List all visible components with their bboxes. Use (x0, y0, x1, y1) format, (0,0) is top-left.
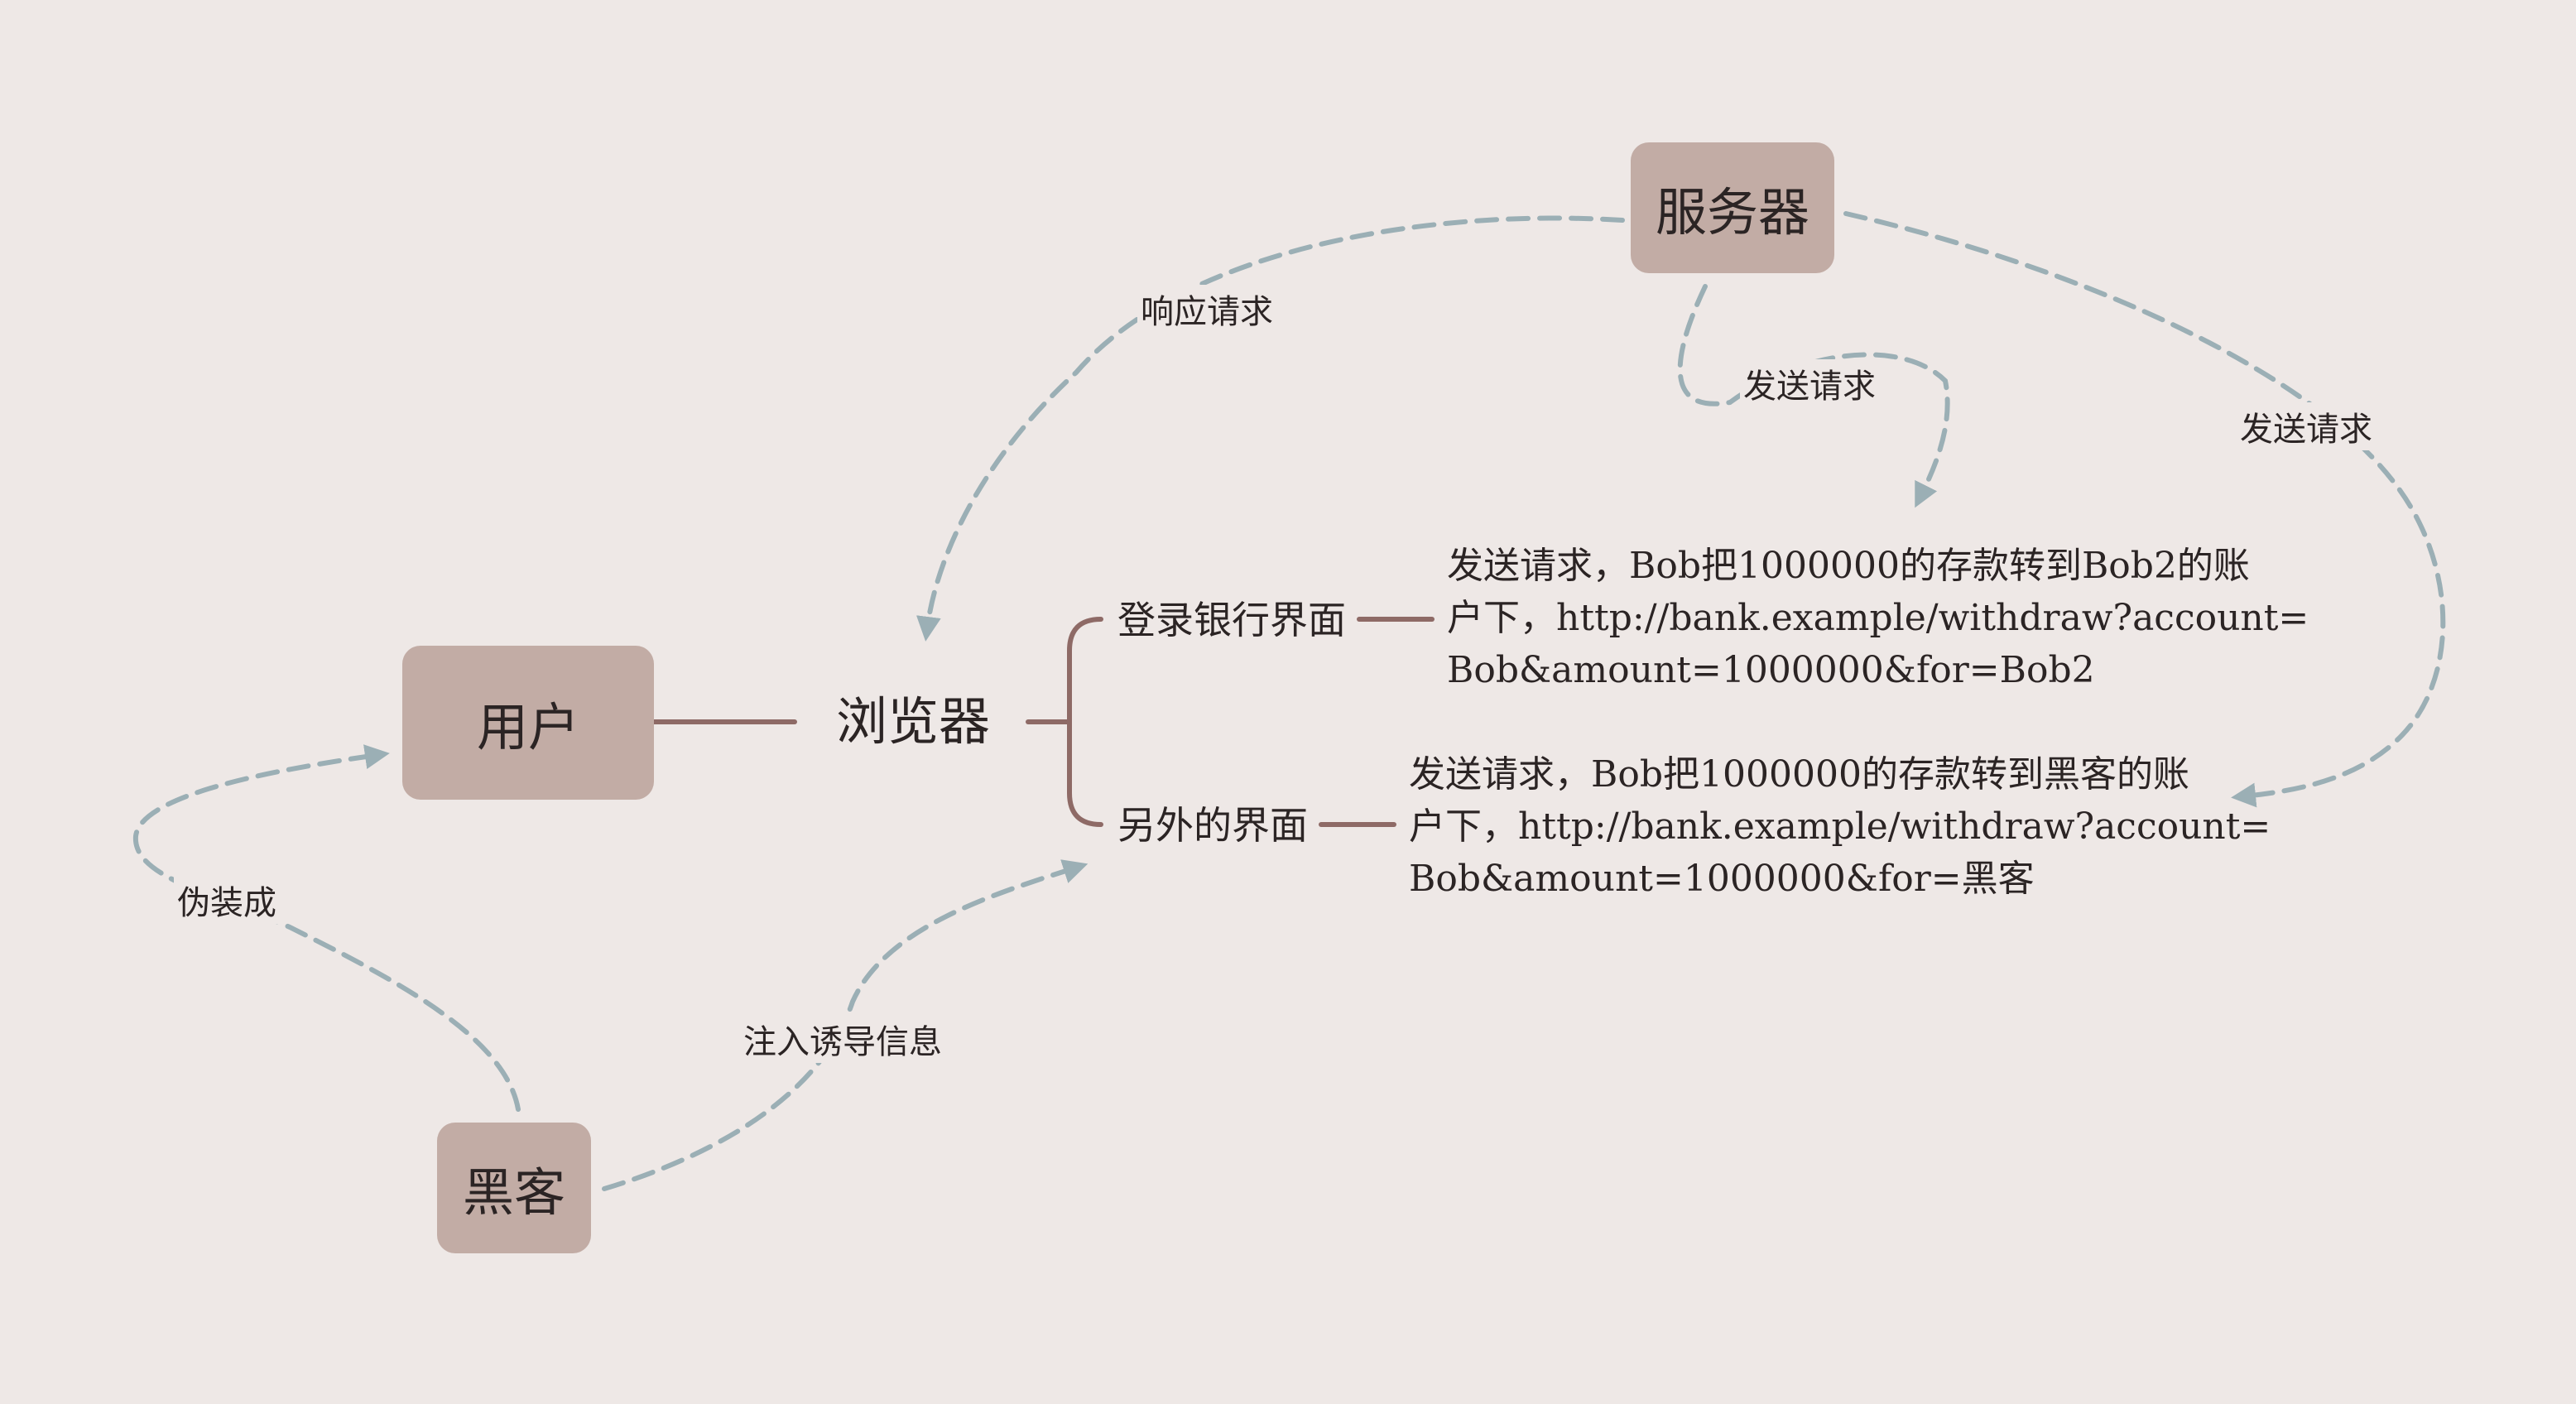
inject-lure-arrow (602, 859, 1089, 1191)
send-request-inner-label: 发送请求 (1740, 359, 1879, 407)
branch-bracket (1067, 617, 1103, 827)
browser-node: 浏览器 (836, 691, 991, 752)
login-request-line: 发送请求，Bob把1000000的存款转到Bob2的账 (1447, 545, 2250, 587)
other-request-line: 户下，http://bank.example/withdraw?account= (1409, 805, 2271, 848)
login-request-detail: 发送请求，Bob把1000000的存款转到Bob2的账 户下，http://ba… (1447, 540, 2309, 696)
other-request-line: 发送请求，Bob把1000000的存款转到黑客的账 (1409, 753, 2189, 796)
send-request-outer-label: 发送请求 (2237, 402, 2376, 450)
tree-connectors (651, 617, 1435, 827)
respond-request-arrow (916, 215, 1625, 642)
user-node: 用户 (402, 646, 654, 800)
login-page-node: 登录银行界面 (1117, 598, 1346, 642)
inject-lure-label: 注入诱导信息 (740, 1015, 945, 1063)
user-label: 用户 (476, 697, 579, 757)
server-label: 服务器 (1655, 182, 1809, 243)
login-request-line: 户下，http://bank.example/withdraw?account= (1447, 597, 2309, 639)
disguise-as-label: 伪装成 (174, 876, 280, 924)
send-request-outer-arrow (1843, 211, 2446, 808)
other-request-line: Bob&amount=1000000&for=黑客 (1409, 858, 2035, 900)
other-request-detail: 发送请求，Bob把1000000的存款转到黑客的账 户下，http://bank… (1409, 748, 2271, 905)
respond-request-label: 响应请求 (1137, 285, 1276, 333)
send-request-inner-arrow (1677, 284, 1950, 508)
hacker-label: 黑客 (462, 1162, 565, 1223)
other-page-node: 另外的界面 (1117, 803, 1308, 848)
login-request-line: Bob&amount=1000000&for=Bob2 (1447, 649, 2095, 691)
hacker-node: 黑客 (437, 1123, 591, 1253)
disguise-arrow (132, 744, 521, 1112)
server-node: 服务器 (1631, 142, 1834, 273)
